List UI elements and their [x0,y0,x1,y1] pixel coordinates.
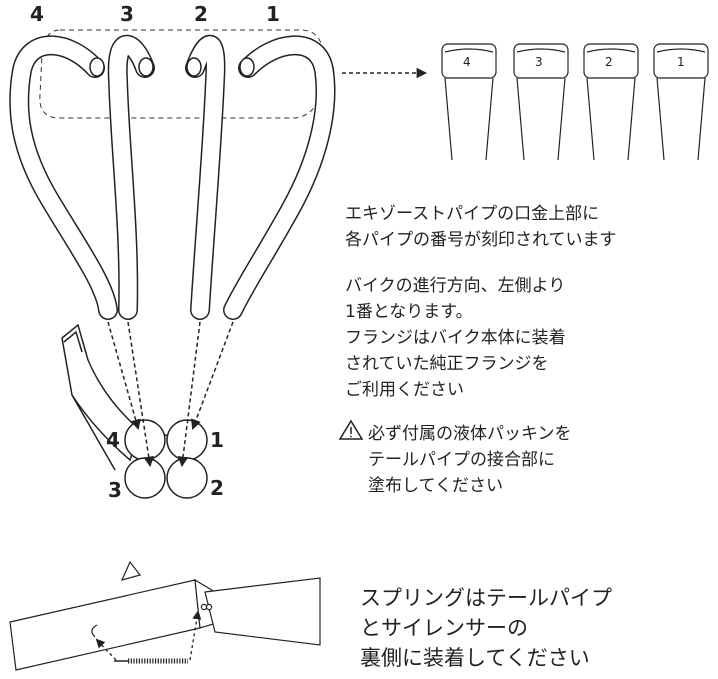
pipe-end-label-1: 1 [677,55,685,69]
flange-number-4: 4 [106,428,120,452]
pipe-end-label-3: 3 [535,55,543,69]
pipe-ends [441,43,709,161]
header-pipes [9,34,336,320]
header-number-3: 3 [120,2,134,26]
flange-number-1: 1 [210,428,224,452]
note-line: テールパイプの接合部に [368,450,555,470]
note-line: エキゾーストパイプの口金上部に [345,204,600,224]
note-line: 必ず付属の液体パッキンを [368,424,572,444]
pipe-end-label-2: 2 [605,55,613,69]
warning-triangle-icon [338,419,364,440]
flange-number-3: 3 [108,478,122,502]
note-line: フランジはバイク本体に装着 [345,328,566,348]
note-line: ご利用ください [345,380,464,400]
header-number-2: 2 [194,2,208,26]
spring-arrows [95,610,202,661]
header-outline [39,29,323,119]
note-line: バイクの進行方向、左側より [345,276,566,296]
flange-number-2: 2 [210,476,224,500]
note-line: 1番となります。 [345,302,473,322]
collector [61,323,208,499]
header-number-4: 4 [30,2,44,26]
note-line: 各パイプの番号が刻印されています [345,230,617,250]
note-line: 塗布してください [368,476,503,496]
flange-arrows [107,321,234,468]
note-line: 裏側に装着してください [360,646,590,670]
note-line: とサイレンサーの [360,616,528,640]
pipe-end-label-4: 4 [463,55,471,69]
header-number-1: 1 [266,2,280,26]
note-line: されていた純正フランジを [345,354,549,374]
tail-pipe [9,560,321,671]
note-line: スプリングはテールパイプ [360,586,612,610]
